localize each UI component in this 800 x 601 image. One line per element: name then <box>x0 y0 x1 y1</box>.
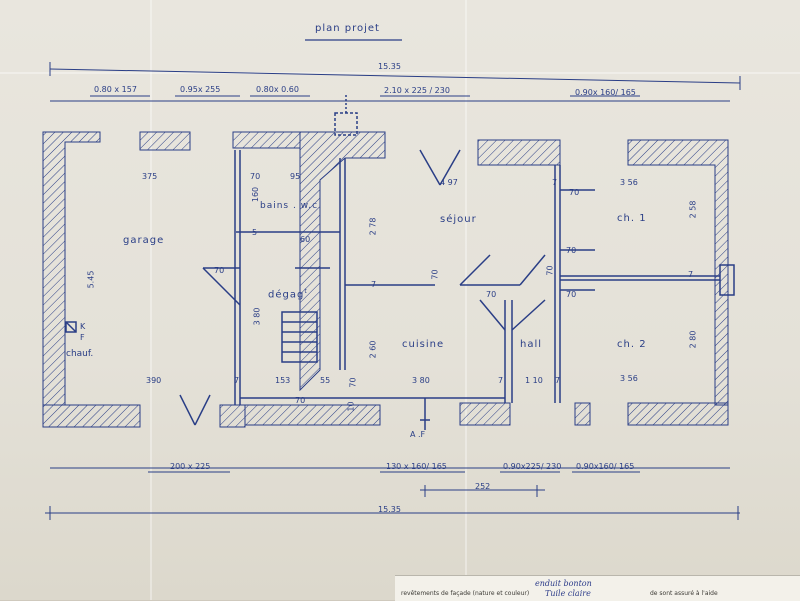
dim-kitchen-7: 7 <box>498 376 504 385</box>
dim-stairs-55: 55 <box>320 376 331 385</box>
dim-bains-5: 5 <box>252 228 258 237</box>
handwriting-line2: Tuile claire <box>545 589 591 598</box>
dim-sejour-70a: 70 <box>430 269 440 280</box>
form-strip-right: de sont assuré à l'aide <box>650 590 718 597</box>
dim-stairs-153: 153 <box>275 376 291 385</box>
dim-garage-7: 7 <box>234 376 240 385</box>
dim-sejour-7: 7 <box>371 280 377 289</box>
opening-dim-garage-top: 0.80 x 157 <box>94 85 137 94</box>
room-garage: garage <box>123 235 165 246</box>
opening-dim-sejour-top: 2.10 x 225 / 230 <box>384 86 450 95</box>
opening-dim-bains-top: 0.95x 255 <box>180 85 221 94</box>
dim-ch1-7: 7 <box>552 178 558 187</box>
dim-stairs-10: 10 <box>346 401 356 412</box>
room-ch1: ch. 1 <box>617 213 647 224</box>
dim-bains-60: 60 <box>300 235 311 244</box>
plan-title: plan projet <box>315 23 380 34</box>
dim-ch2-7: 7 <box>688 270 694 279</box>
room-bains-wc: bains . w.c <box>260 201 319 211</box>
dim-sejour-70b: 70 <box>545 265 555 276</box>
room-sejour: séjour <box>440 214 477 225</box>
dim-degag-380: 3 80 <box>252 307 262 326</box>
dim-ch1-258: 2 58 <box>688 200 698 219</box>
overall-length-top: 15.35 <box>378 62 401 71</box>
room-hall: hall <box>520 339 543 350</box>
dim-garage-390: 390 <box>146 376 162 385</box>
opening-dim-hall-bottom: 0.90x225/ 230 <box>503 462 562 471</box>
dim-f: F <box>80 333 85 342</box>
opening-dim-ch1-top: 0.90x 160/ 165 <box>575 88 636 97</box>
room-chauf: chauf. <box>66 349 94 359</box>
dim-bains-95: 95 <box>290 172 301 181</box>
form-strip: revêtements de façade (nature et couleur… <box>395 575 800 601</box>
fold-line-left <box>150 0 152 600</box>
form-strip-label: revêtements de façade (nature et couleur… <box>401 590 530 597</box>
room-cuisine: cuisine <box>402 339 445 350</box>
dim-hall-7: 7 <box>555 376 561 385</box>
dim-ch2-356: 3 56 <box>620 374 638 383</box>
dim-hall-110: 1 10 <box>525 376 543 385</box>
room-degagement: dégagt <box>268 288 308 301</box>
af-label: A .F <box>410 430 426 439</box>
dim-k: K <box>80 322 86 331</box>
room-ch2: ch. 2 <box>617 339 647 350</box>
dim-sejour-278: 2 78 <box>368 217 378 236</box>
dim-kitchen-260: 2 60 <box>368 340 378 359</box>
overall-length-bottom: 15.35 <box>378 505 401 514</box>
dim-ch2-280: 2 80 <box>688 330 698 349</box>
fold-line-horizontal <box>0 72 800 74</box>
dim-kitchen-380: 3 80 <box>412 376 430 385</box>
opening-dim-wc-top: 0.80x 0.60 <box>256 85 299 94</box>
handwriting-line1: enduit bonton <box>535 579 592 588</box>
opening-dim-garage-bottom: 200 x 225 <box>170 462 211 471</box>
dim-bains-70: 70 <box>250 172 261 181</box>
dim-degag-70: 70 <box>214 266 225 275</box>
dim-hall-70: 70 <box>486 290 497 299</box>
dim-ch1-70a: 70 <box>569 188 580 197</box>
opening-dim-ch2-bottom: 0.90x160/ 165 <box>576 462 635 471</box>
dim-garage-545: 5.45 <box>86 270 96 289</box>
dim-ch1-70b: 70 <box>566 246 577 255</box>
dim-bains-160: 160 <box>251 186 261 203</box>
dim-sejour-497: 4 97 <box>440 178 458 187</box>
opening-dim-cuisine-bottom: 130 x 160/ 165 <box>386 462 447 471</box>
dim-stairs-70: 70 <box>295 396 306 405</box>
fold-line-middle <box>465 0 467 600</box>
dim-252: 252 <box>475 482 491 491</box>
dim-garage-375: 375 <box>142 172 158 181</box>
dim-ch2-70: 70 <box>566 290 577 299</box>
dim-ch1-356: 3 56 <box>620 178 638 187</box>
dim-kitchen-70: 70 <box>348 377 358 388</box>
